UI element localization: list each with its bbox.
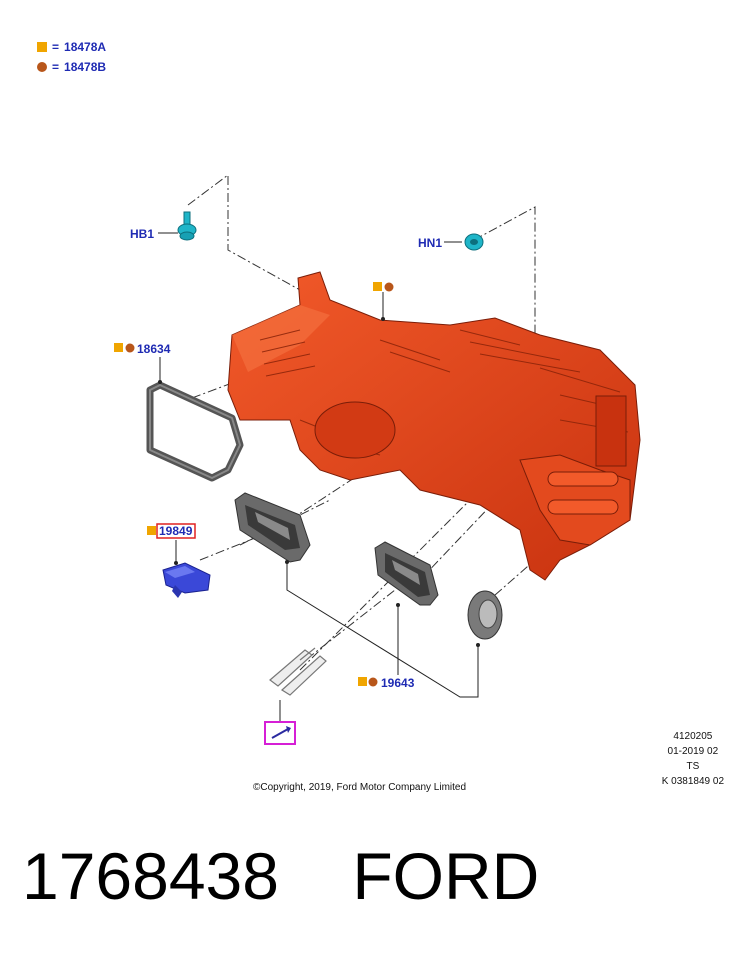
legend-code: 18478B — [64, 60, 107, 74]
legend-row-18478b: = 18478B — [37, 57, 106, 77]
hb1-bolt-icon — [177, 211, 197, 241]
connector-pins — [269, 647, 327, 696]
drawing-code: TS — [686, 761, 700, 772]
copyright-text: ©Copyright, 2019, Ford Motor Company Lim… — [253, 782, 467, 793]
part-number: 1768438 — [22, 839, 279, 913]
square-marker-icon — [358, 677, 367, 686]
housing-inlet-face — [232, 305, 330, 372]
drawing-number: 4120205 — [673, 731, 713, 742]
square-marker-icon — [114, 343, 123, 352]
footer-part-number: 1768438 FORD — [22, 838, 539, 914]
actuator-highlight-box — [156, 523, 196, 539]
blower-scroll — [314, 401, 396, 459]
square-marker-icon — [147, 526, 156, 535]
drawing-metadata: 4120205 01-2019 02 TS K 0381849 02 — [662, 729, 724, 789]
gasket-18634 — [146, 381, 244, 482]
callout-19643[interactable]: 19643 — [381, 676, 415, 690]
callout-19849[interactable]: 19849 — [159, 524, 193, 538]
square-marker-icon — [37, 42, 47, 52]
square-marker-icon — [373, 282, 382, 291]
hvac-housing — [227, 271, 641, 581]
pin-reference-box[interactable] — [264, 721, 296, 745]
pipe-upper — [547, 471, 619, 487]
callout-18634[interactable]: 18634 — [137, 342, 171, 356]
actuator-19849 — [162, 562, 211, 598]
pointer-dot — [158, 380, 162, 384]
callout-pointers — [159, 292, 479, 722]
legend: = 18478A = 18478B — [37, 37, 106, 77]
pointer-dot — [381, 317, 385, 321]
legend-equals: = — [52, 40, 60, 54]
callout-hb1[interactable]: HB1 — [130, 227, 154, 241]
door-seal-1 — [234, 492, 311, 563]
pipe-lower — [547, 499, 619, 515]
dot-marker-icon — [384, 282, 394, 292]
brand-name: FORD — [352, 839, 540, 913]
pointer-dot — [174, 561, 178, 565]
legend-row-18478a: = 18478A — [37, 37, 106, 57]
pointer-dot — [396, 603, 400, 607]
legend-code: 18478A — [64, 40, 107, 54]
gasket-highlight — [149, 384, 241, 479]
dot-marker-icon — [125, 343, 135, 353]
door-seal-2 — [374, 541, 439, 606]
drawing-ref: K 0381849 02 — [661, 776, 724, 787]
dot-marker-icon — [37, 62, 47, 72]
legend-equals: = — [52, 60, 60, 74]
housing-side-panel — [595, 395, 627, 467]
grommet-leader-line — [494, 559, 536, 596]
grommet — [467, 590, 503, 640]
pointer-dot — [476, 643, 480, 647]
actuator-leader-line — [199, 529, 276, 561]
drawing-date: 01-2019 02 — [667, 746, 719, 757]
pointer-dot — [285, 560, 289, 564]
dot-marker-icon — [368, 677, 378, 687]
callout-hn1[interactable]: HN1 — [418, 236, 442, 250]
hb1-leader-line — [187, 174, 301, 291]
hn1-nut-icon — [464, 233, 484, 251]
